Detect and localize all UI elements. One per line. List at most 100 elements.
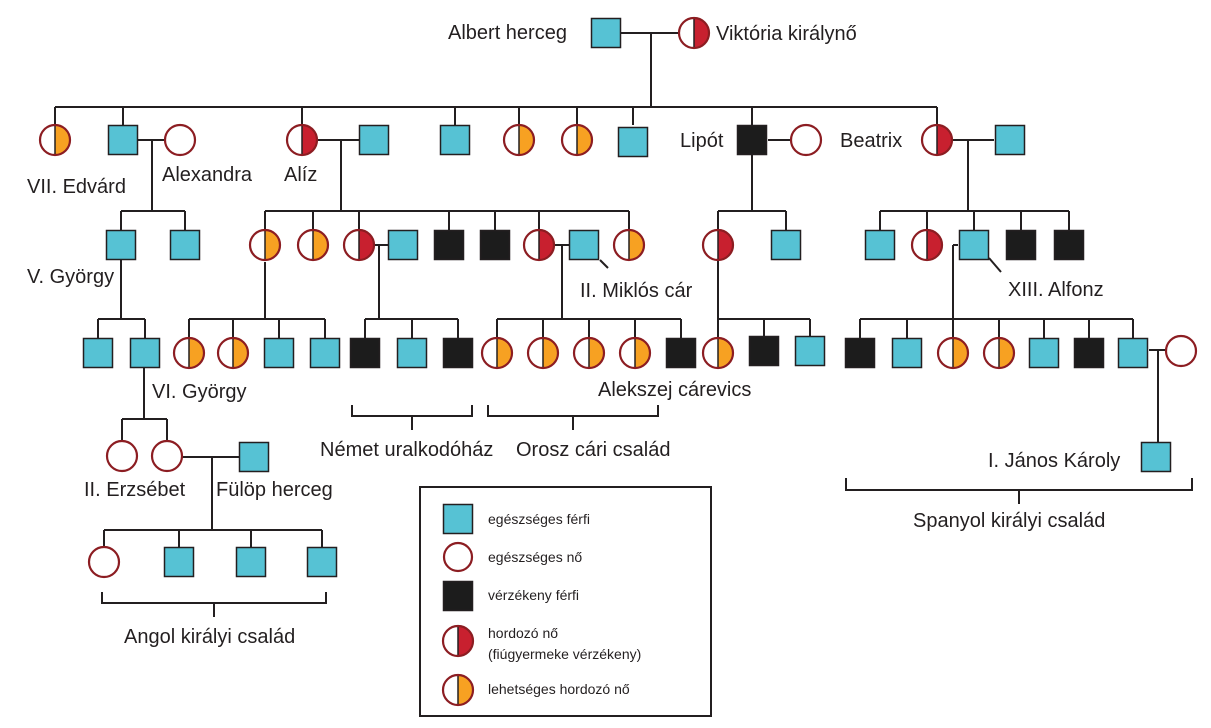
spanish-son-symbol xyxy=(1073,337,1105,369)
spanish-daughter-symbol xyxy=(982,336,1016,370)
alfonso-symbol xyxy=(958,229,990,261)
label-beatrice: Beatrix xyxy=(840,130,902,152)
leopold-symbol xyxy=(736,124,768,156)
son-symbol xyxy=(617,126,649,158)
daughter-symbol xyxy=(502,123,536,157)
victoria-eugenie-symbol xyxy=(910,228,944,262)
leopold-son-symbol xyxy=(770,229,802,261)
alice-son-symbol xyxy=(479,229,511,261)
romanov-daughter-symbol xyxy=(480,336,514,370)
spanish-son-symbol xyxy=(1028,337,1060,369)
juan-de-borbon-wife-symbol xyxy=(1164,334,1198,368)
alice-husband-symbol xyxy=(358,124,390,156)
romanov-daughter-symbol xyxy=(572,336,606,370)
legend-healthy-female-label: egészséges nő xyxy=(488,549,582,565)
edward-symbol xyxy=(107,124,139,156)
spanish-daughter-symbol xyxy=(936,336,970,370)
alexei-symbol xyxy=(665,337,697,369)
label-victoria: Viktória királynő xyxy=(716,23,857,45)
albert-symbol xyxy=(590,17,622,49)
label-alexandra: Alexandra xyxy=(162,164,253,186)
alice-daughter-symbol xyxy=(612,228,646,262)
daughter-symbol xyxy=(560,123,594,157)
english-child-symbol xyxy=(306,546,338,578)
label-albert: Albert herceg xyxy=(448,22,567,44)
legend-possible-carrier-label: lehetséges hordozó nő xyxy=(488,681,630,697)
son-symbol xyxy=(439,124,471,156)
elizabeth-symbol xyxy=(105,439,139,473)
beatrice-son-symbol xyxy=(1005,229,1037,261)
label-alexei: Alekszej cárevics xyxy=(598,379,751,401)
grandchild-symbol xyxy=(701,336,735,370)
granddaughter-symbol xyxy=(216,336,250,370)
label-alice: Alíz xyxy=(284,164,317,186)
label-nicholas: II. Miklós cár xyxy=(580,280,693,302)
german-husband-symbol xyxy=(387,229,419,261)
label-george6: VI. György xyxy=(152,381,246,403)
spanish-son-symbol xyxy=(844,337,876,369)
leopold-wife-symbol xyxy=(789,123,823,157)
group-spanish-label: Spanyol királyi család xyxy=(913,510,1105,532)
legend-healthy-male-label: egészséges férfi xyxy=(488,511,590,527)
grandson-symbol xyxy=(309,337,341,369)
person-labels: Albert herceg Viktória királynő VII. Edv… xyxy=(27,22,1120,501)
philip-symbol xyxy=(238,441,270,473)
label-juan-carlos: I. János Károly xyxy=(988,450,1120,472)
juan-de-borbon-symbol xyxy=(1117,337,1149,369)
legend-bleeder-male-label: vérzékeny férfi xyxy=(488,587,579,603)
legend: egészséges férfi egészséges nő vérzékeny… xyxy=(419,486,712,717)
bracket-spanish xyxy=(845,478,1193,504)
grandchild-symbol xyxy=(748,335,780,367)
beatrice-symbol xyxy=(920,123,954,157)
juan-carlos-symbol xyxy=(1140,441,1172,473)
romanov-daughter-symbol xyxy=(618,336,652,370)
group-russian-label: Orosz cári család xyxy=(516,439,671,461)
label-edward: VII. Edvárd xyxy=(27,176,126,198)
bracket-english xyxy=(101,592,327,617)
pedigree-symbols xyxy=(38,16,1198,579)
beatrice-son-symbol xyxy=(864,229,896,261)
alice-daughter-symbol xyxy=(296,228,330,262)
german-son-symbol xyxy=(442,337,474,369)
margaret-symbol xyxy=(150,439,184,473)
george5-brother-symbol xyxy=(169,229,201,261)
legend-possible-carrier-symbol xyxy=(441,673,475,707)
group-english-label: Angol királyi család xyxy=(124,626,295,648)
legend-carrier-label-2: (fiúgyermeke vérzékeny) xyxy=(488,646,641,662)
grandson-symbol xyxy=(263,337,295,369)
group-german-label: Német uralkodóház xyxy=(320,439,493,461)
granddaughter-symbol xyxy=(172,336,206,370)
grandchild-symbol xyxy=(794,335,826,367)
english-child-symbol xyxy=(235,546,267,578)
alice-daughter-symbol xyxy=(342,228,376,262)
legend-carrier-label-1: hordozó nő xyxy=(488,625,558,641)
english-child-symbol xyxy=(87,545,121,579)
nicholas-symbol xyxy=(568,229,600,261)
label-elizabeth: II. Erzsébet xyxy=(84,479,186,501)
leopold-daughter-symbol xyxy=(701,228,735,262)
label-alfonso: XIII. Alfonz xyxy=(1008,279,1104,301)
bracket-german xyxy=(351,405,473,430)
legend-healthy-male-symbol xyxy=(442,503,474,535)
label-philip: Fülöp herceg xyxy=(216,479,333,501)
romanov-daughter-symbol xyxy=(526,336,560,370)
german-son-symbol xyxy=(349,337,381,369)
english-child-symbol xyxy=(163,546,195,578)
alice-son-symbol xyxy=(433,229,465,261)
alice-symbol xyxy=(285,123,319,157)
legend-carrier-symbol xyxy=(441,624,475,658)
victoria-symbol xyxy=(677,16,711,50)
alexandra-feodorovna-symbol xyxy=(522,228,556,262)
bracket-russian xyxy=(487,405,659,430)
group-labels: Német uralkodóház Orosz cári család Ango… xyxy=(124,439,1105,648)
george5-symbol xyxy=(105,229,137,261)
alexandra-symbol xyxy=(163,123,197,157)
alice-daughter-symbol xyxy=(248,228,282,262)
george5-son-symbol xyxy=(82,337,114,369)
beatrice-son-symbol xyxy=(1053,229,1085,261)
group-brackets xyxy=(101,405,1193,617)
edward-sibling-symbol xyxy=(38,123,72,157)
connector-80 xyxy=(988,257,1002,273)
spanish-son-symbol xyxy=(891,337,923,369)
